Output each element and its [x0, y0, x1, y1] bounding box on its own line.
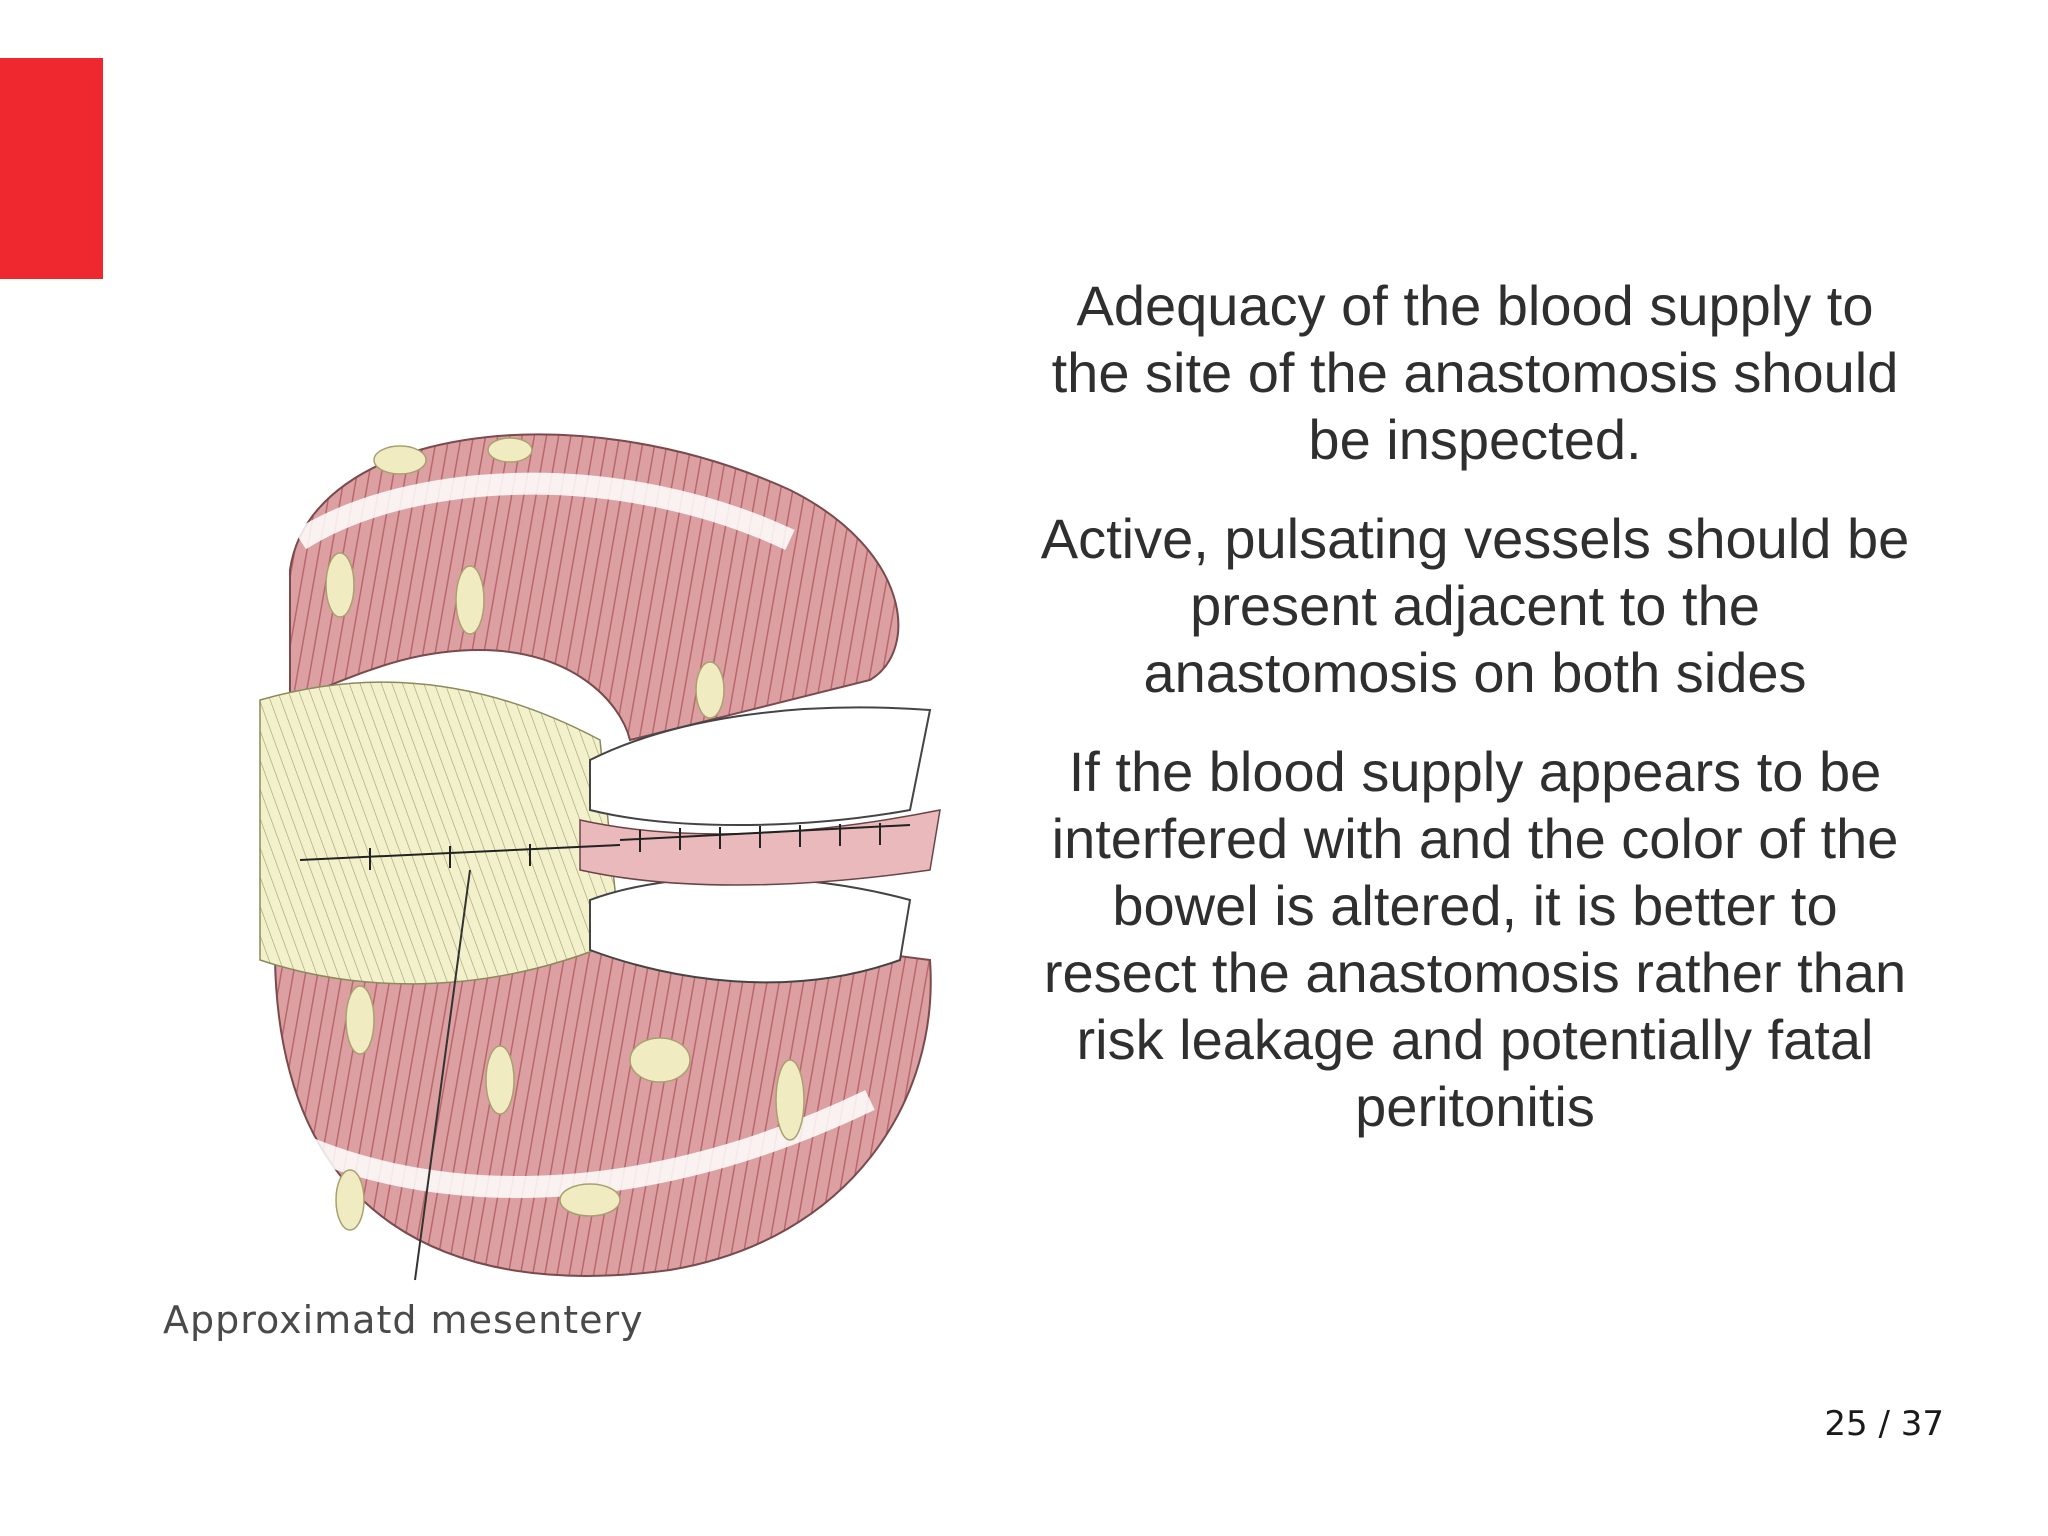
page-indicator: 25 / 37 [1824, 1404, 1944, 1444]
paragraph-blood-supply: Adequacy of the blood supply to the site… [1051, 274, 1899, 471]
body-text: Adequacy of the blood supply to the site… [1030, 272, 1920, 1172]
paragraph-pulsating-vessels: Active, pulsating vessels should be pres… [1040, 507, 1910, 704]
paragraph-resect-advice: If the blood supply appears to be interf… [1043, 740, 1907, 1138]
accent-bar [0, 58, 103, 279]
figure-caption: Approximatd mesentery [163, 1298, 644, 1342]
bowel-anastomosis-illustration [150, 400, 990, 1360]
